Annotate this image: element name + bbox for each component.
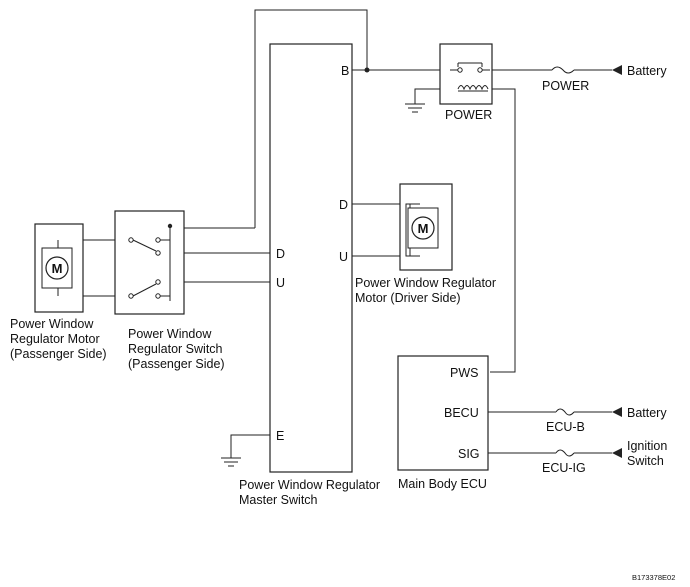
relay-contact-right: [477, 67, 483, 73]
ignition-switch-arrow: [612, 448, 622, 458]
ecu-pin-becu-label: BECU: [444, 406, 479, 420]
ground-relay: [405, 103, 425, 113]
driver-motor-label-line2: Motor (Driver Side): [355, 291, 461, 305]
junction-b: [364, 67, 370, 73]
ecu-ig-fuse-symbol: [555, 449, 575, 457]
passenger-switch-label-line1: Power Window: [128, 327, 212, 341]
passenger-motor-m-circle: [45, 256, 69, 280]
master-switch-label-line2: Master Switch: [239, 493, 318, 507]
passenger-switch-label-line3: (Passenger Side): [128, 357, 225, 371]
wire-master-e-ground: [230, 434, 270, 458]
pin-u-left-label: U: [276, 276, 285, 290]
ecu-pin-sig-label: SIG: [458, 447, 480, 461]
battery-top-arrow: [612, 65, 622, 75]
wire-b-to-passenger-switch: [254, 9, 368, 228]
relay-coil: [457, 85, 489, 91]
ground-master-e: [221, 457, 241, 467]
passenger-motor: M Power Window Regulator Motor (Passenge…: [10, 223, 107, 361]
battery-top: Battery: [612, 64, 667, 78]
power-fuse-symbol: [551, 66, 575, 74]
ecu-b-fuse-label: ECU-B: [546, 420, 585, 434]
passenger-switch-lower-arm: [132, 283, 157, 297]
passenger-switch-box: [114, 210, 185, 315]
main-body-ecu-box: [397, 355, 489, 471]
main-body-ecu-label: Main Body ECU: [398, 477, 487, 491]
relay-contact-left: [457, 67, 463, 73]
battery-top-label: Battery: [627, 64, 667, 78]
ignition-switch: Ignition Switch: [612, 439, 667, 468]
driver-motor: M Power Window Regulator Motor (Driver S…: [355, 183, 496, 305]
driver-motor-label-line1: Power Window Regulator: [355, 276, 496, 290]
ignition-switch-label-line1: Ignition: [627, 439, 667, 453]
wire-relay-coil-to-pws: [488, 88, 516, 373]
ecu-b-fuse: ECU-B: [546, 408, 585, 434]
pin-u-right-label: U: [339, 250, 348, 264]
master-switch-box: [269, 43, 353, 473]
passenger-motor-label-line3: (Passenger Side): [10, 347, 107, 361]
ecu-ig-fuse-label: ECU-IG: [542, 461, 586, 475]
battery-ecu-label: Battery: [627, 406, 667, 420]
battery-ecu: Battery: [612, 406, 667, 420]
ecu-b-fuse-symbol: [555, 408, 575, 416]
pin-d-right-label: D: [339, 198, 348, 212]
ecu-pin-pws-label: PWS: [450, 366, 478, 380]
passenger-motor-label-line2: Regulator Motor: [10, 332, 100, 346]
pin-e-label: E: [276, 429, 284, 443]
battery-ecu-arrow: [612, 407, 622, 417]
passenger-switch-label-line2: Regulator Switch: [128, 342, 223, 356]
pin-b-label: B: [341, 64, 349, 78]
driver-motor-m-circle: [411, 216, 435, 240]
power-relay-box: [439, 43, 493, 105]
ignition-switch-label-line2: Switch: [627, 454, 664, 468]
pin-d-left-label: D: [276, 247, 285, 261]
power-fuse-label: POWER: [542, 79, 589, 93]
driver-motor-m-symbol: M: [418, 221, 429, 236]
passenger-motor-m-symbol: M: [52, 261, 63, 276]
main-body-ecu: PWS BECU SIG Main Body ECU: [397, 355, 489, 491]
master-switch: B D U D U E Power Window Regulator Maste…: [239, 43, 380, 507]
power-relay-label: POWER: [445, 108, 492, 122]
passenger-switch-upper-arm: [132, 239, 157, 252]
power-fuse: POWER: [542, 66, 589, 93]
figure-code: B173378E02: [632, 573, 675, 582]
power-relay: POWER: [439, 43, 493, 122]
master-switch-label-line1: Power Window Regulator: [239, 478, 380, 492]
ecu-ig-fuse: ECU-IG: [542, 449, 586, 475]
passenger-switch: Power Window Regulator Switch (Passenger…: [114, 210, 225, 371]
passenger-motor-label-line1: Power Window: [10, 317, 94, 331]
